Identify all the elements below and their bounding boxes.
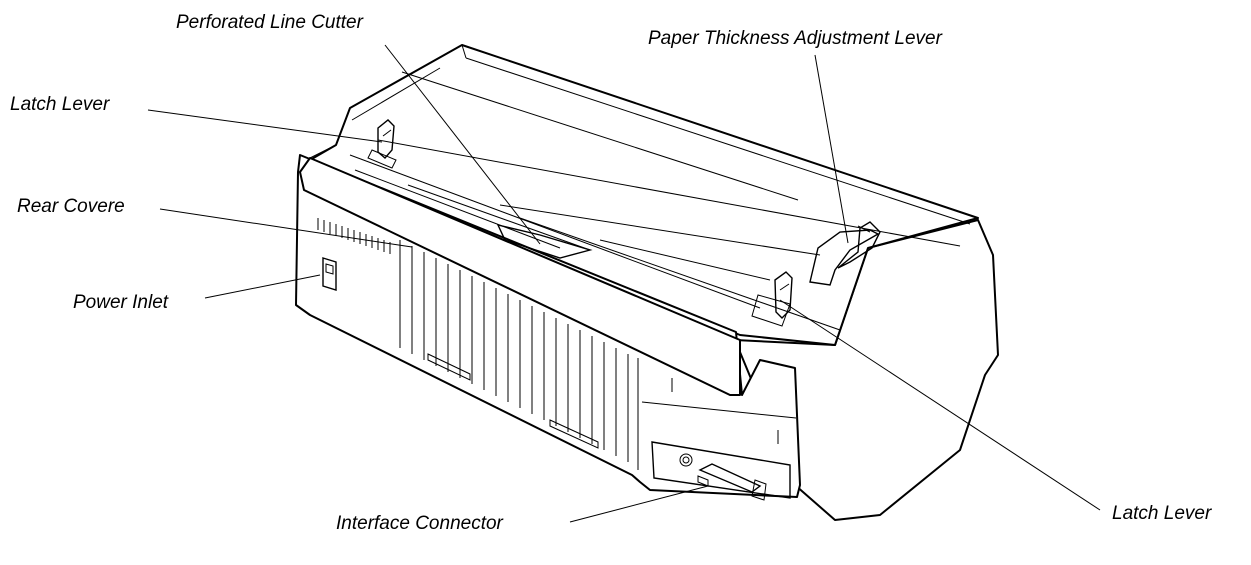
paper-thickness-lever-drawing <box>809 221 881 286</box>
leader-paper-thickness-lever <box>814 54 849 244</box>
leader-rear-cover <box>159 208 413 248</box>
printer-body <box>295 44 999 521</box>
rear-ribs <box>399 240 639 470</box>
leader-power-inlet <box>204 274 321 299</box>
label-latch-lever-right: Latch Lever <box>1112 503 1212 524</box>
latch-lever-left-drawing <box>367 119 397 169</box>
latch-lever-right-drawing <box>751 271 793 327</box>
leader-latch-lever-left <box>147 109 383 143</box>
label-perforated-line-cutter: Perforated Line Cutter <box>176 12 364 33</box>
leader-perforated-line-cutter <box>384 44 541 245</box>
interface-connector-drawing <box>651 441 791 501</box>
leader-latch-lever-right <box>779 299 1101 511</box>
label-latch-lever-left: Latch Lever <box>10 94 110 115</box>
callout-labels: Perforated Line Cutter Paper Thickness A… <box>10 12 1212 534</box>
label-interface-connector: Interface Connector <box>336 513 504 534</box>
label-rear-cover: Rear Covere <box>17 196 125 217</box>
label-power-inlet: Power Inlet <box>73 292 169 313</box>
lid-details <box>309 44 971 331</box>
rear-lower-panel <box>641 359 797 444</box>
power-inlet-drawing <box>322 257 337 291</box>
leader-interface-connector <box>569 485 709 523</box>
label-paper-thickness-adjustment-lever: Paper Thickness Adjustment Lever <box>648 28 943 49</box>
leader-lines <box>147 44 1101 523</box>
